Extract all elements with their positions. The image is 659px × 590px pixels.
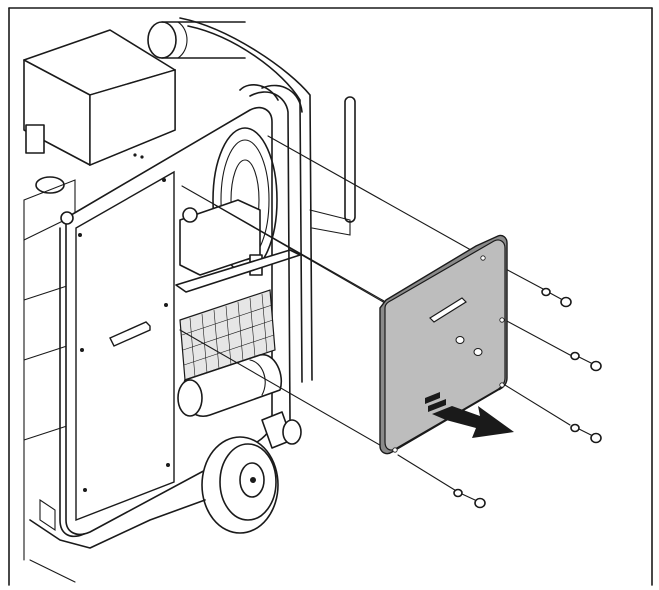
screw-icon xyxy=(570,351,602,372)
screw-icon xyxy=(455,336,483,356)
diagram-frame xyxy=(8,7,653,586)
screw-icon xyxy=(570,423,602,444)
machine-top-box xyxy=(23,29,176,167)
vertical-pipe xyxy=(309,96,356,236)
machine-base xyxy=(29,498,206,583)
handle-icon xyxy=(109,321,151,347)
machine-left-details xyxy=(23,124,76,561)
removal-direction-arrow-icon xyxy=(425,392,514,438)
panel-handle-icon xyxy=(429,297,467,323)
front-frame-tube xyxy=(59,84,303,538)
wheel xyxy=(201,411,302,534)
alignment-lines xyxy=(179,135,571,493)
rear-frame-tube xyxy=(179,17,313,383)
screw-icon xyxy=(453,488,486,509)
side-panel xyxy=(379,234,508,455)
internal-components xyxy=(175,127,301,418)
top-cylinder xyxy=(147,21,246,59)
screws xyxy=(453,287,602,509)
screw-icon xyxy=(541,287,572,308)
front-door xyxy=(60,106,273,536)
